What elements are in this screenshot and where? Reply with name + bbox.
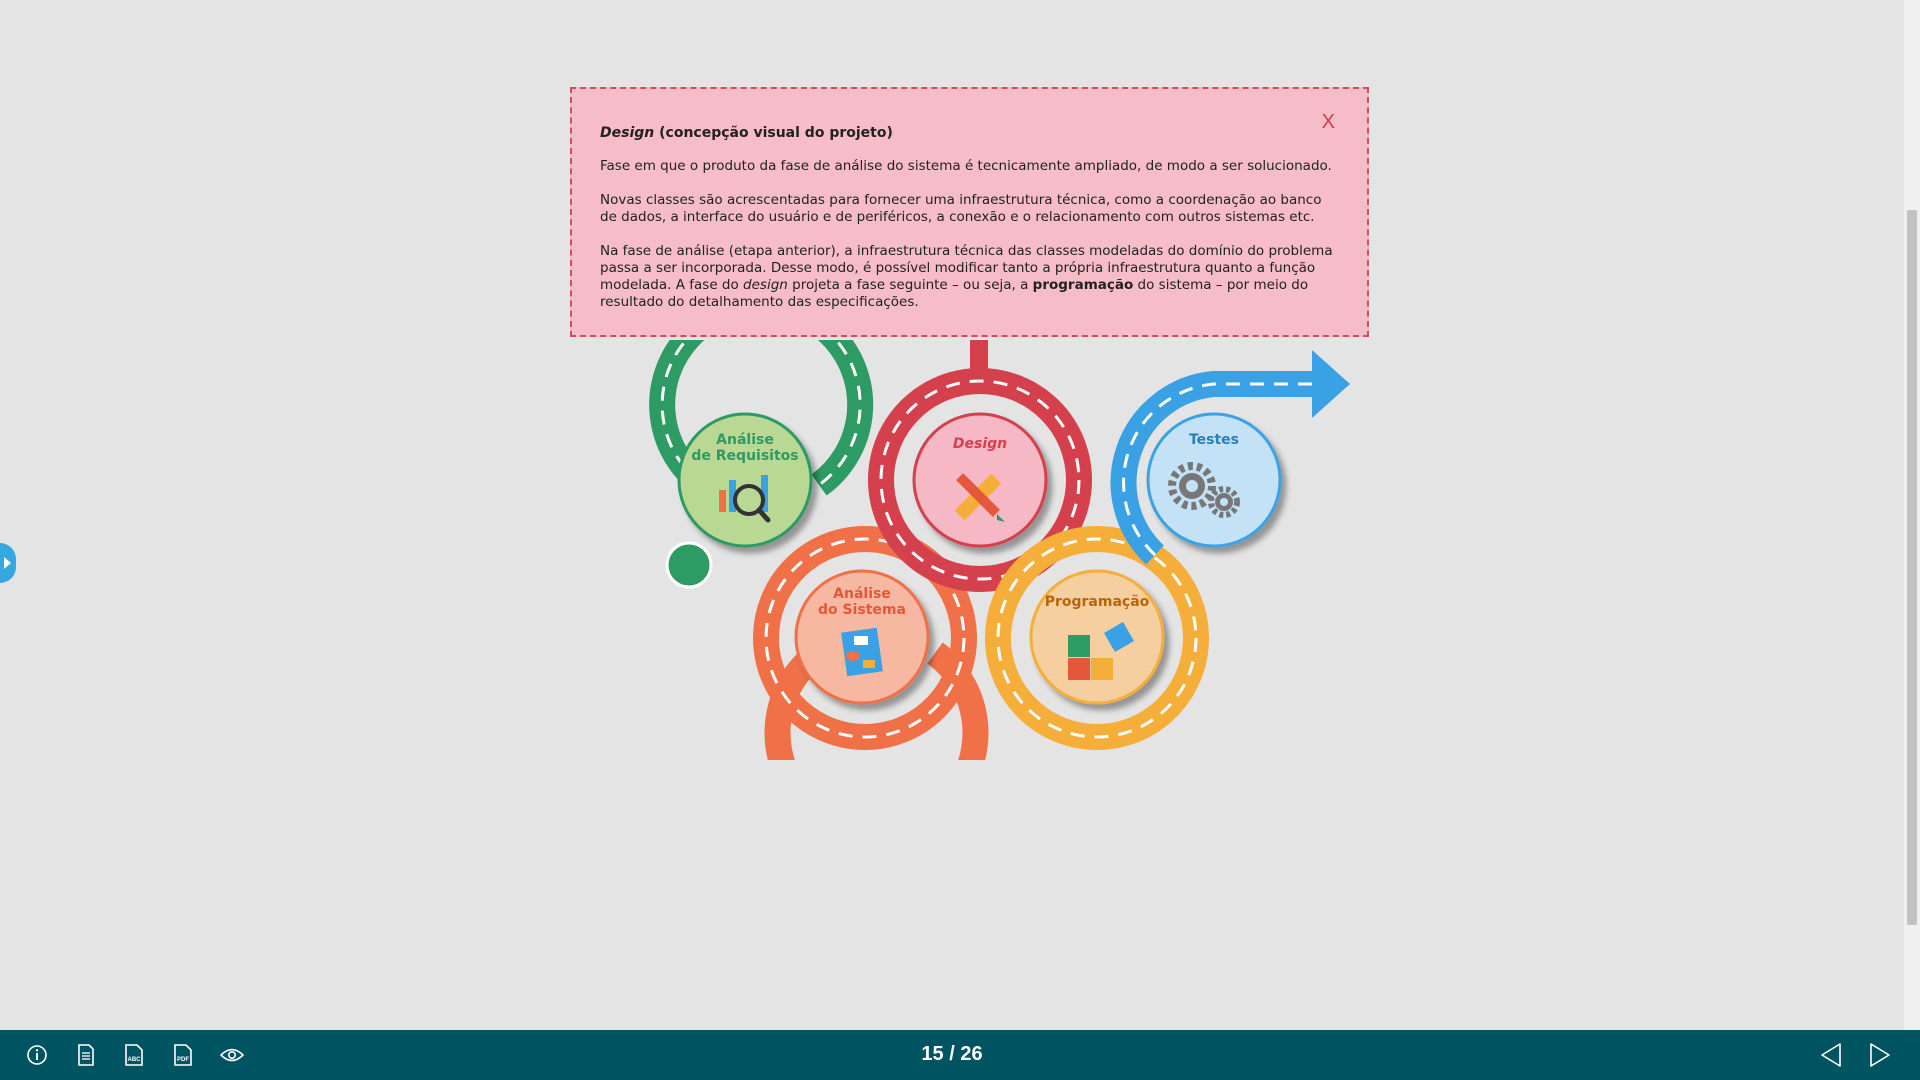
previous-icon[interactable] (1818, 1042, 1844, 1068)
document-icon[interactable] (73, 1042, 99, 1068)
side-menu-toggle[interactable] (0, 543, 16, 583)
flowchart-document-icon (841, 627, 883, 677)
popup-title-rest: (concepção visual do projeto) (654, 125, 893, 141)
p3-text-b: projeta a fase seguinte – ou seja, a (787, 277, 1033, 293)
chart-magnifier-icon (719, 475, 771, 523)
popup-title-emphasis: Design (600, 125, 655, 141)
footer-toolbar: ABC PDF 15 / 26 (0, 1030, 1920, 1080)
popup-paragraph-1: Fase em que o produto da fase de análise… (600, 158, 1332, 174)
page-indicator: 15 / 26 (921, 1043, 983, 1065)
node-label-design: Design (953, 436, 1007, 452)
info-icon[interactable] (24, 1042, 50, 1068)
next-icon[interactable] (1867, 1042, 1893, 1068)
popup-connector (970, 340, 988, 372)
scrollbar-thumb[interactable] (1907, 210, 1917, 925)
ruler-pencil-icon (954, 473, 1005, 522)
node-label-sys-2: do Sistema (818, 602, 906, 618)
pdf-icon[interactable]: PDF (170, 1042, 196, 1068)
glossary-icon-text: ABC (128, 1057, 142, 1063)
node-label-tests: Testes (1189, 432, 1239, 448)
puzzle-icon (1068, 621, 1135, 680)
track-yellow (985, 526, 1209, 750)
popup-paragraph-3: Na fase de análise (etapa anterior), a i… (600, 243, 1337, 311)
node-design[interactable] (912, 412, 1048, 548)
expand-arrow-icon (4, 557, 11, 569)
p3-text-a: Na fase de análise (etapa anterior), a i… (600, 243, 1333, 293)
start-dot (665, 541, 713, 589)
node-analise-requisitos[interactable] (677, 412, 813, 548)
popup-paragraph-2: Novas classes são acrescentadas para for… (600, 192, 1322, 225)
vertical-scrollbar[interactable] (1904, 0, 1920, 1030)
node-label-sys-1: Análise (833, 586, 891, 602)
glossary-icon[interactable]: ABC (121, 1042, 147, 1068)
p3-strong: programação (1032, 277, 1134, 293)
node-label-req-1: Análise (716, 432, 774, 448)
cycle-diagram-svg: Análise de Requisitos Análise do Sistema (649, 292, 1350, 845)
close-popup-button[interactable]: X (1321, 111, 1335, 133)
track-blue-arrow (1110, 350, 1350, 565)
node-label-prog: Programação (1045, 594, 1150, 610)
content-area: X Design (concepção visual do projeto) F… (0, 87, 1369, 845)
node-label-req-2: de Requisitos (691, 448, 798, 464)
development-cycle-diagram: Análise de Requisitos Análise do Sistema (600, 292, 1360, 845)
gears-icon (1168, 462, 1240, 518)
node-programacao[interactable] (1029, 569, 1165, 705)
design-info-popup: X Design (concepção visual do projeto) F… (570, 87, 1369, 337)
eye-icon[interactable] (219, 1042, 245, 1068)
popup-title: Design (concepção visual do projeto) (600, 125, 1337, 141)
track-red (868, 368, 1092, 592)
p3-text-c: do sistema – por meio do resultado do de… (600, 277, 1309, 310)
p3-emphasis: design (743, 277, 788, 293)
pdf-icon-text: PDF (177, 1057, 189, 1063)
